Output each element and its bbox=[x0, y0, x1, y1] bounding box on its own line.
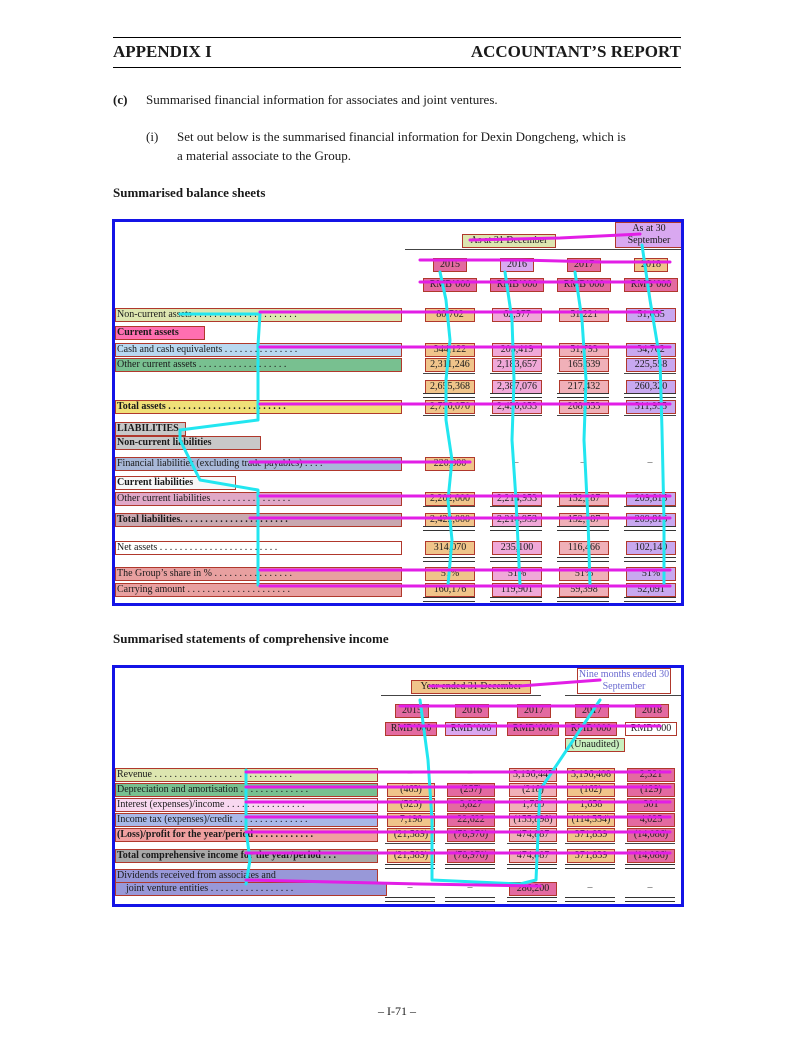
item-c-marker: (c) bbox=[113, 92, 128, 107]
bs-rule bbox=[624, 393, 676, 398]
bs-cell-3-3: 225,558 bbox=[626, 358, 676, 372]
is-cell-6-3: – bbox=[587, 882, 593, 893]
is-cell-6-1: – bbox=[467, 882, 473, 893]
bs-cell-8-1: – bbox=[513, 457, 519, 468]
is-rule bbox=[625, 843, 675, 844]
bs-rule bbox=[557, 415, 609, 416]
bs-group-rule bbox=[405, 249, 681, 250]
balance-sheet-heading: Summarised balance sheets bbox=[113, 185, 266, 200]
bs-cell-12-2: 116,466 bbox=[559, 541, 609, 555]
magenta-top-is bbox=[428, 678, 602, 688]
bs-rule bbox=[490, 597, 542, 602]
is-unaudited-label: (Unaudited) bbox=[565, 738, 625, 752]
income-statement-heading: Summarised statements of comprehensive i… bbox=[113, 631, 389, 646]
bs-row-label-7: Non-current liabilities bbox=[115, 436, 261, 450]
bs-rule bbox=[557, 526, 609, 531]
is-rule bbox=[507, 864, 557, 869]
bs-rule bbox=[423, 597, 475, 602]
is-rule bbox=[507, 843, 557, 844]
cyan-stroke-bs-col4 bbox=[640, 243, 666, 587]
cyan-stroke-bs bbox=[178, 312, 262, 587]
report-title: ACCOUNTANT’S REPORT bbox=[470, 42, 681, 61]
is-group-rule-right bbox=[565, 695, 681, 696]
bs-row-label-6: LIABILITIES bbox=[115, 422, 187, 436]
magenta-top-bs bbox=[468, 232, 642, 242]
cyan-stroke-bs-col2 bbox=[503, 270, 522, 587]
is-cell-6-4: – bbox=[647, 882, 653, 893]
is-rule bbox=[565, 897, 615, 902]
bs-rule bbox=[624, 373, 676, 374]
is-cell-6-0: – bbox=[407, 882, 413, 893]
is-rule bbox=[625, 864, 675, 869]
bs-rule bbox=[490, 393, 542, 398]
item-i-marker: (i) bbox=[146, 129, 159, 144]
bs-rule bbox=[557, 393, 609, 398]
is-rule bbox=[507, 897, 557, 902]
bs-rule bbox=[423, 373, 475, 374]
bs-rule bbox=[423, 415, 475, 416]
bs-group-header-right: As at 30 September bbox=[615, 222, 681, 248]
bs-cell-3-0: 2,311,246 bbox=[425, 358, 475, 372]
bs-cell-4-0: 2,655,368 bbox=[425, 380, 475, 394]
cyan-stroke-is bbox=[244, 768, 252, 886]
bs-rule bbox=[557, 373, 609, 374]
is-rule bbox=[445, 843, 495, 844]
bs-rule bbox=[557, 597, 609, 602]
is-rule bbox=[385, 897, 435, 902]
page-number: – I-71 – bbox=[378, 1004, 416, 1018]
bs-rule bbox=[624, 526, 676, 531]
cyan-stroke-is-cols bbox=[418, 698, 602, 886]
is-rule bbox=[445, 864, 495, 869]
bs-rule bbox=[624, 415, 676, 416]
item-i-line1: Set out below is the summarised financia… bbox=[177, 129, 626, 144]
is-row-label-6b: joint venture entities . . . . . . . . .… bbox=[115, 882, 387, 896]
header-top-rule bbox=[113, 37, 681, 38]
bs-cell-3-1: 2,183,657 bbox=[492, 358, 542, 372]
is-rule bbox=[385, 864, 435, 869]
cyan-stroke-bs-col3 bbox=[573, 270, 592, 587]
bs-rule bbox=[490, 373, 542, 374]
bs-rule bbox=[490, 557, 542, 562]
bs-rule bbox=[624, 506, 676, 507]
bs-rule bbox=[624, 597, 676, 602]
is-rule bbox=[385, 843, 435, 844]
magenta-header-bs bbox=[418, 258, 672, 264]
header-bottom-rule bbox=[113, 67, 681, 68]
is-rule bbox=[625, 897, 675, 902]
bs-row-label-1: Current assets bbox=[115, 326, 205, 340]
is-group-rule-left bbox=[381, 695, 541, 696]
is-rule bbox=[565, 843, 615, 844]
bs-rule bbox=[557, 506, 609, 507]
bs-cell-8-2: – bbox=[580, 457, 586, 468]
bs-rule bbox=[557, 557, 609, 562]
bs-cell-8-3: – bbox=[647, 457, 653, 468]
is-rule bbox=[445, 897, 495, 902]
magenta-row-is-7 bbox=[244, 878, 542, 888]
bs-rule bbox=[423, 526, 475, 531]
bs-rule bbox=[490, 415, 542, 416]
appendix-label: APPENDIX I bbox=[113, 42, 212, 61]
cyan-stroke-bs-col1 bbox=[438, 270, 454, 587]
item-c-text: Summarised financial information for ass… bbox=[146, 92, 498, 107]
item-i-line2: a material associate to the Group. bbox=[177, 148, 351, 163]
bs-rule bbox=[423, 393, 475, 398]
is-rule bbox=[565, 864, 615, 869]
bs-rule bbox=[624, 557, 676, 562]
